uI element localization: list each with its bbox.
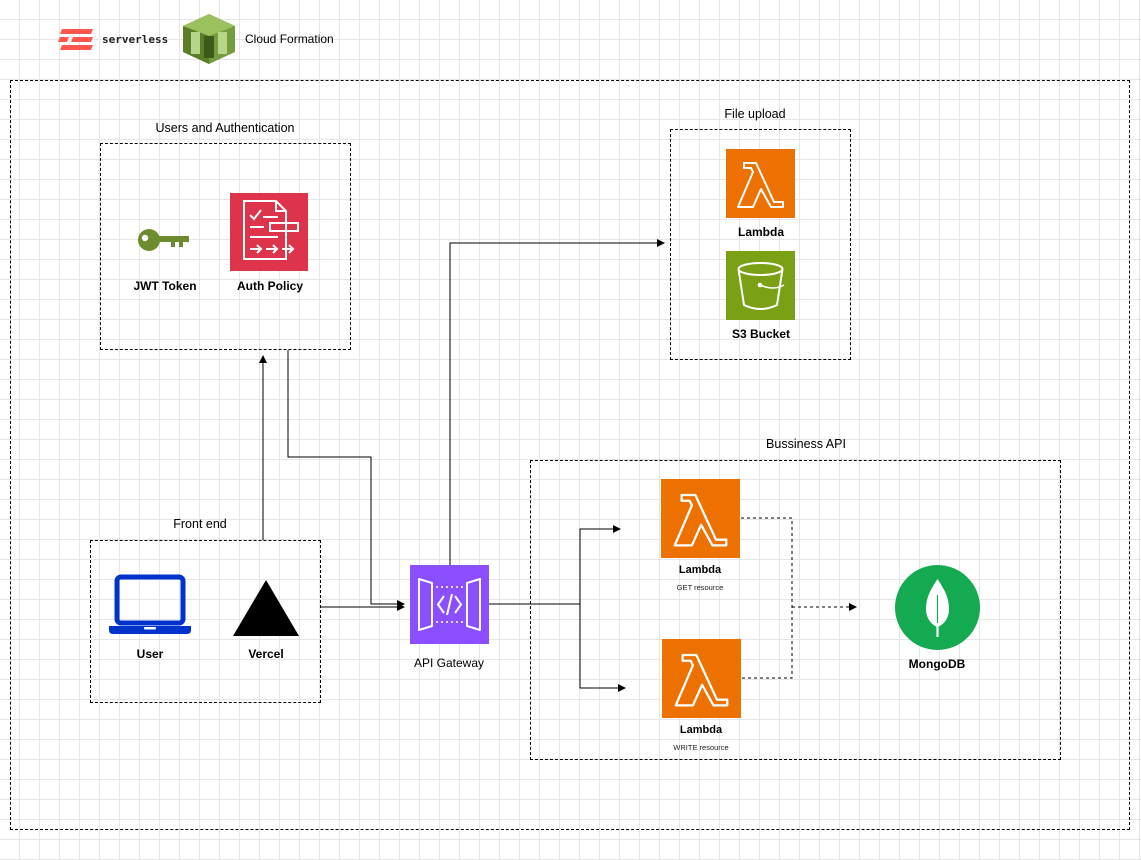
lambda-icon [662,639,741,718]
jwt-token-label: JWT Token [133,279,197,293]
api-gateway-label: API Gateway [413,656,485,670]
user-label: User [136,647,164,661]
gateway-to-write-lambda-wire [579,604,626,692]
upload-group [670,129,851,360]
lambda-icon [661,479,740,558]
cloudformation-icon [183,14,235,64]
upload-group-title: File upload [724,107,786,121]
serverless-logo-icon [58,28,94,52]
outer-boundary [10,80,1130,830]
write-lambda-label: Lambda [679,724,723,736]
frontend-group [90,540,321,703]
business-group [530,460,1061,760]
auth-to-gateway-wire [287,350,405,608]
cloudformation-label: Cloud Formation [245,32,334,46]
api-gateway-icon [410,565,489,644]
gateway-to-upload-wire [449,239,665,566]
write-lambda-sublabel: WRITE resource [673,743,729,752]
serverless-label: serverless [102,33,169,46]
get-lambda-label: Lambda [678,564,722,576]
get-lambda-sublabel: GET resource [676,583,724,592]
vercel-triangle-icon [233,580,299,636]
auth-group-title: Users and Authentication [155,121,295,135]
auth-group [100,143,351,350]
policy-document-icon [230,193,308,271]
frontend-group-title: Front end [173,517,227,531]
laptop-icon [108,574,192,636]
lambda-icon [726,149,795,218]
s3-bucket-label: S3 Bucket [731,327,791,341]
vercel-label: Vercel [248,647,284,661]
key-icon [137,227,191,253]
mongodb-label: MongoDB [908,657,966,671]
s3-bucket-icon [726,251,795,320]
upload-lambda-label: Lambda [737,225,785,239]
get-lambda-to-db-wire [741,517,793,679]
mongodb-leaf-icon [895,565,980,650]
gateway-to-get-lambda-wire [579,525,621,604]
business-group-title: Bussiness API [766,437,846,451]
auth-policy-label: Auth Policy [236,279,304,293]
